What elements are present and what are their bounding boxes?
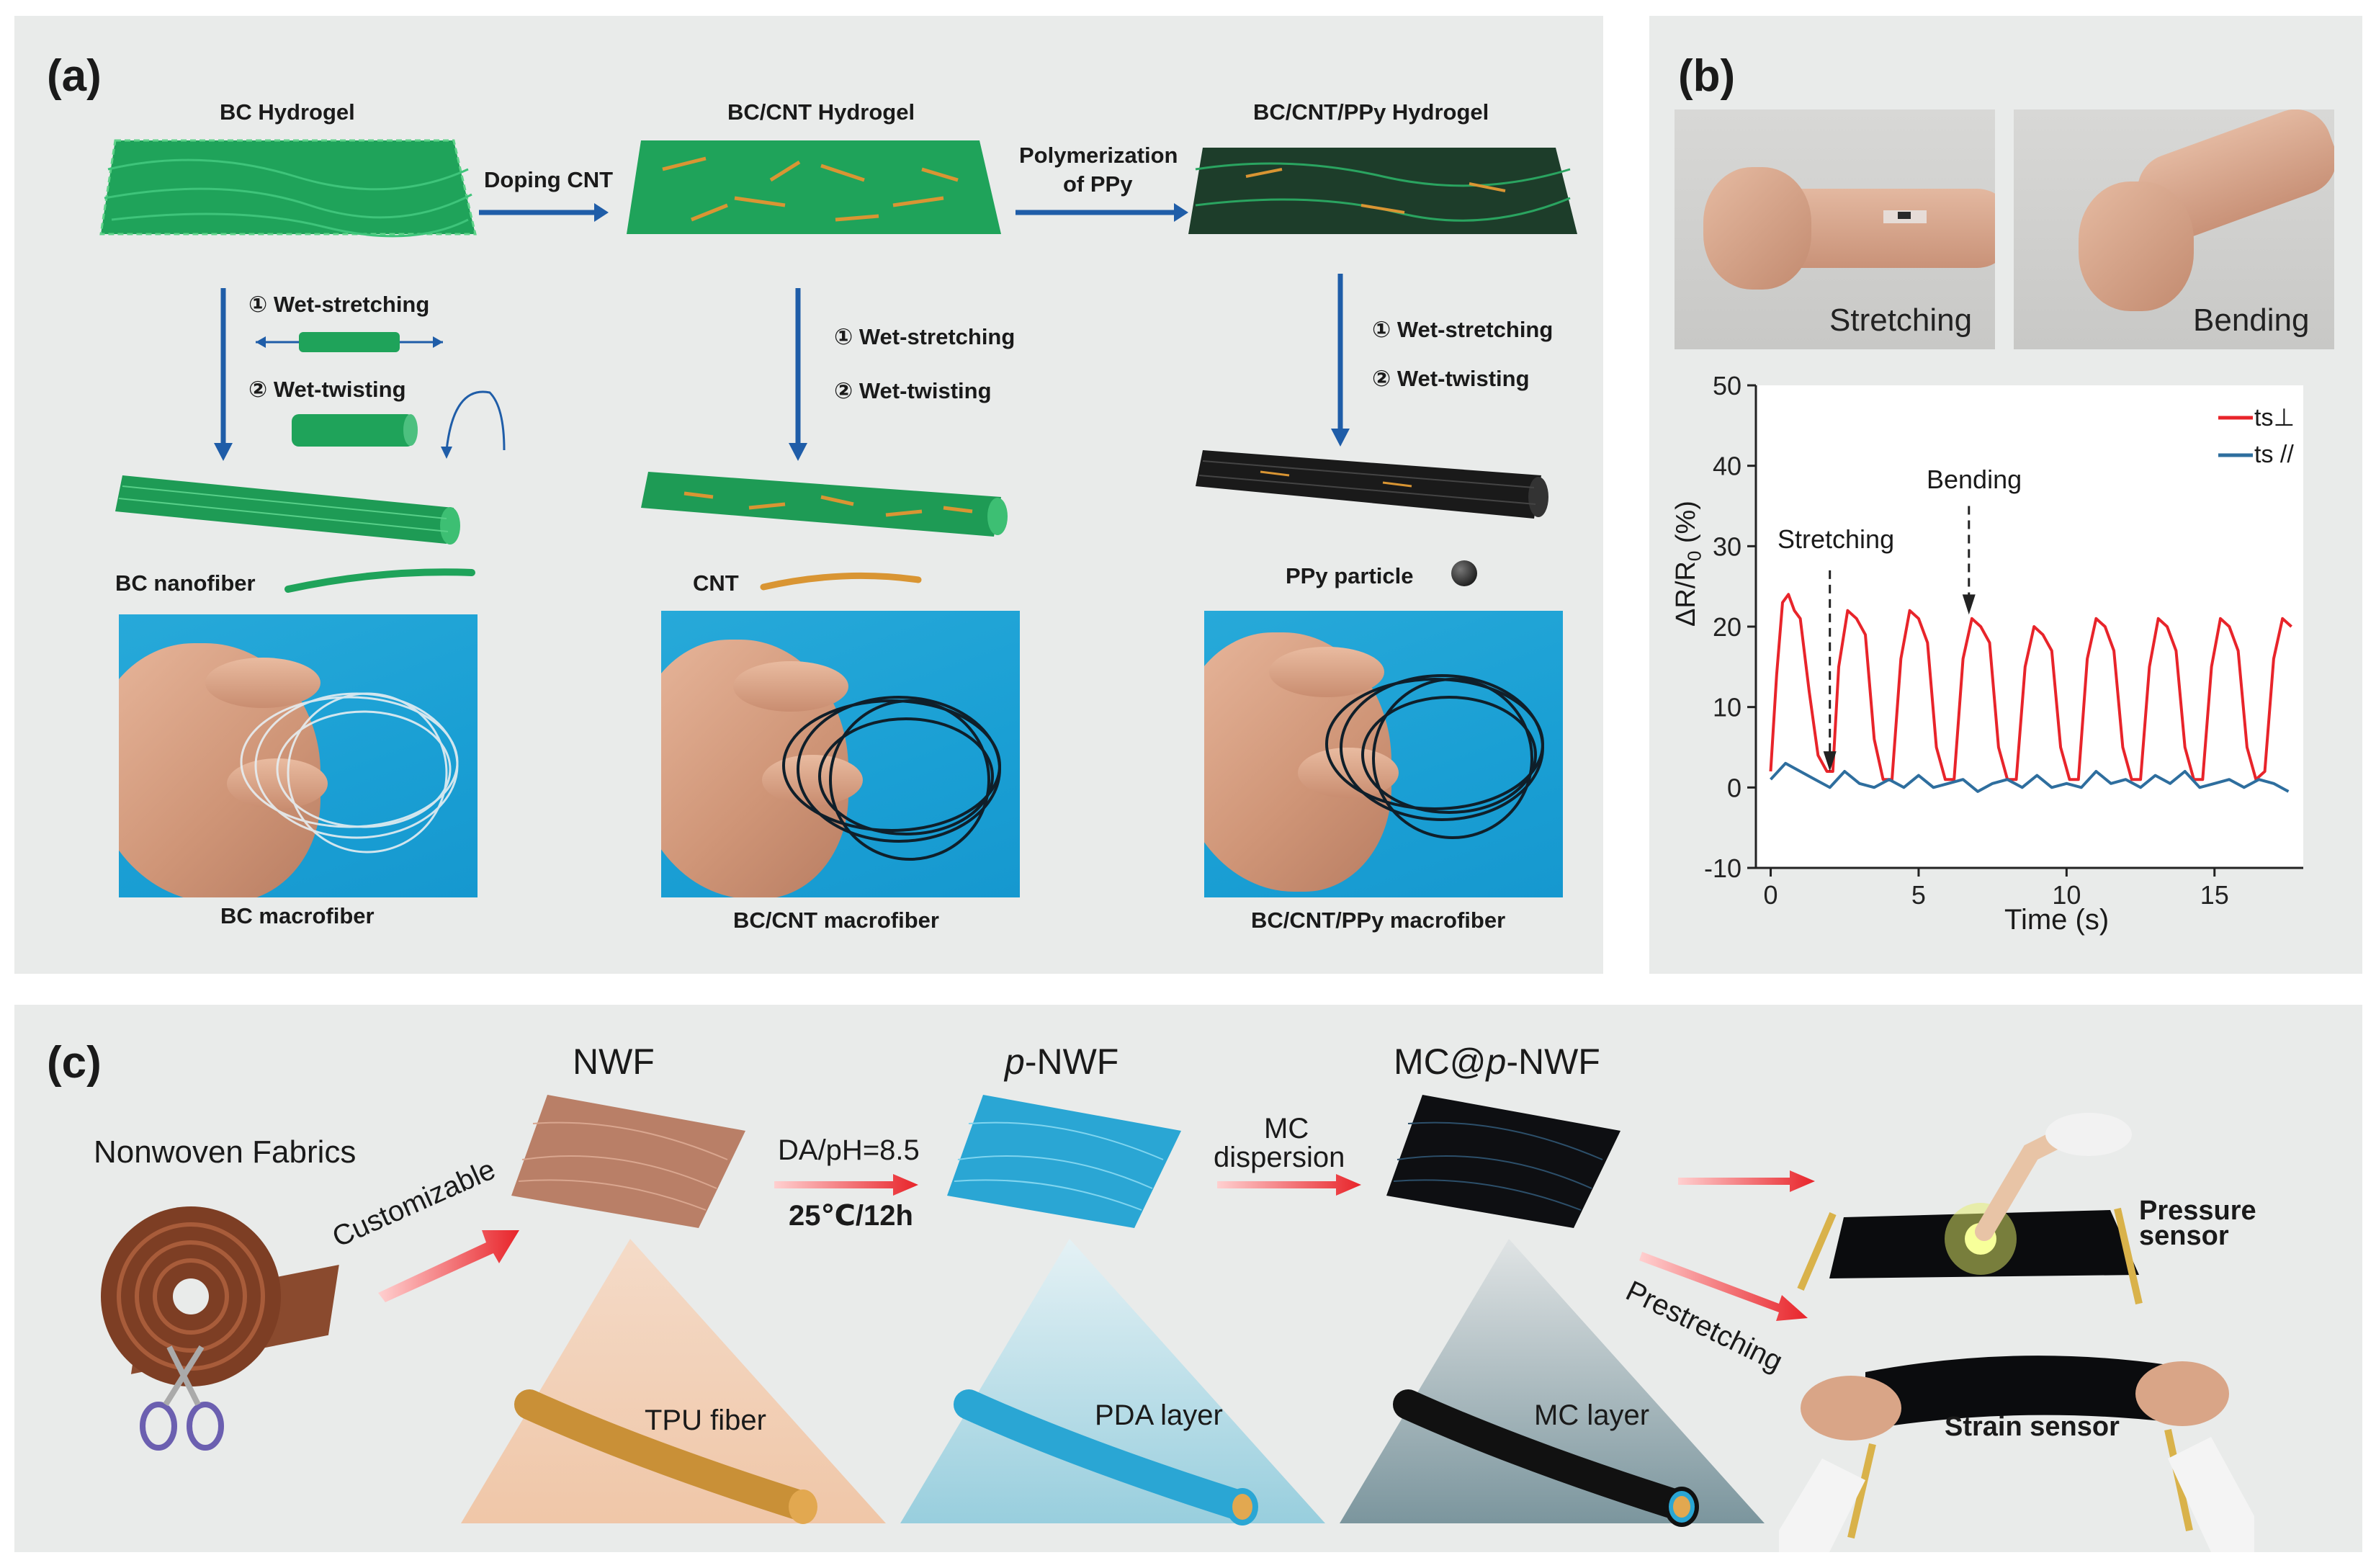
bc-nanofiber-label: BC nanofiber: [115, 570, 256, 596]
x-tick-label: 15: [2200, 880, 2229, 910]
x-tick-label: 5: [1911, 880, 1926, 910]
annotation-bending: Bending: [1927, 465, 2022, 494]
nonwoven-fabrics-label: Nonwoven Fabrics: [94, 1134, 357, 1170]
bc-cnt-fiber-cylinder: [641, 472, 1008, 537]
pda-layer-label: PDA layer: [1095, 1399, 1223, 1431]
pressure-sensor-label-2: sensor: [2139, 1221, 2229, 1251]
ppy-particle-dot: [1451, 560, 1477, 586]
p-nwf-label: p-NWF: [1005, 1041, 1119, 1082]
down-arrow-1: [214, 288, 233, 461]
chart-axes: [1754, 385, 2303, 869]
bc-cnt-hydrogel-slab: [627, 140, 1001, 234]
down-arrow-2: [789, 288, 807, 461]
bc-hydrogel-slab: [99, 139, 477, 238]
nwf-label: NWF: [573, 1041, 655, 1082]
nonwoven-roll: [101, 1206, 339, 1451]
doping-cnt-label: Doping CNT: [484, 167, 614, 192]
mc-layer-label: MC layer: [1534, 1399, 1650, 1431]
tpu-fiber-label: TPU fiber: [645, 1405, 766, 1436]
customizable-arrow: [378, 1230, 519, 1302]
bc-macrofiber-photo: [119, 614, 478, 897]
pda-triangle: [900, 1239, 1325, 1526]
annotation-stretching: Stretching: [1777, 524, 1895, 554]
pressure-sensor-image: [1797, 1113, 2143, 1305]
panel-b-label: (b): [1678, 51, 1736, 101]
mc-dispersion-label-1: MC: [1264, 1113, 1309, 1144]
step2-label-stage2: ② Wet-twisting: [834, 378, 992, 403]
x-tick-label: 10: [2052, 880, 2081, 910]
bc-cnt-ppy-macrofiber-label: BC/CNT/PPy macrofiber: [1251, 908, 1506, 933]
bending-arrowhead: [1962, 594, 1976, 615]
twisting-icon: [292, 390, 506, 459]
x-axis-label: Time (s): [2004, 904, 2110, 936]
strain-sensor-image: [1779, 1356, 2254, 1552]
y-tick-label: 30: [1713, 532, 1741, 561]
mc-p-nwf-sheet: [1386, 1095, 1620, 1228]
tpu-triangle: [461, 1239, 886, 1524]
step1-label-stage3: ① Wet-stretching: [1372, 317, 1554, 342]
ppy-particle-label: PPy particle: [1286, 563, 1414, 588]
nwf-sheet: [511, 1095, 745, 1228]
da-ph-label: DA/pH=8.5: [778, 1134, 920, 1166]
prestretching-arrow: [1639, 1252, 1808, 1321]
chart-ticks: -10 0 10 20 30 40 50 0 5 10 15: [1704, 371, 2229, 910]
y-tick-label: -10: [1704, 854, 1741, 883]
bc-macrofiber-label: BC macrofiber: [220, 903, 375, 928]
stage-title-bc-cnt-ppy-hydrogel: BC/CNT/PPy Hydrogel: [1253, 99, 1489, 125]
plot-area: [1756, 385, 2303, 868]
bc-cnt-ppy-fiber-cylinder: [1196, 450, 1548, 519]
mc-arrow: [1217, 1174, 1361, 1196]
y-tick-label: 0: [1727, 773, 1741, 802]
legend-item-ts-perp: ts⊥: [2254, 404, 2295, 431]
mc-triangle: [1340, 1239, 1765, 1527]
stage-title-bc-cnt-hydrogel: BC/CNT Hydrogel: [727, 99, 915, 125]
y-axis-label: ΔR/R0 (%): [1671, 501, 1705, 627]
polymerization-label-1: Polymerization: [1019, 143, 1178, 168]
y-tick-label: 10: [1713, 693, 1741, 722]
bending-photo: [2014, 109, 2334, 349]
stretching-icon: [256, 332, 443, 352]
resistance-chart: -10 0 10 20 30 40 50 0 5 10 15: [1704, 371, 2303, 910]
bc-nanofiber-sample: [284, 568, 475, 593]
panel-a-label: (a): [47, 51, 102, 101]
strain-sensor-label: Strain sensor: [1945, 1412, 2120, 1442]
polymerization-label-2: of PPy: [1063, 171, 1133, 197]
y-tick-label: 40: [1713, 452, 1741, 481]
bc-cnt-ppy-hydrogel-slab: [1188, 148, 1577, 234]
stretching-arrowhead: [1823, 751, 1837, 771]
y-tick-label: 20: [1713, 612, 1741, 642]
step1-label-stage1: ① Wet-stretching: [248, 292, 430, 317]
x-tick-label: 0: [1764, 880, 1778, 910]
down-arrow-3: [1331, 274, 1350, 447]
stage-title-bc-hydrogel: BC Hydrogel: [220, 99, 355, 125]
arrow-polymerization: [1016, 203, 1188, 222]
arrow-doping-cnt: [479, 203, 609, 222]
da-arrow: [774, 1174, 918, 1196]
p-nwf-sheet: [947, 1095, 1181, 1228]
step2-label-stage1: ② Wet-twisting: [248, 377, 406, 402]
pressure-sensor-label-1: Pressure: [2139, 1196, 2256, 1226]
bending-photo-label: Bending: [2193, 303, 2310, 338]
to-pressure-arrow: [1678, 1170, 1815, 1192]
stretching-photo: [1675, 109, 1995, 349]
temperature-time-label: 25℃/12h: [789, 1200, 913, 1232]
bc-cnt-macrofiber-label: BC/CNT macrofiber: [733, 908, 939, 933]
bc-fiber-cylinder: [115, 475, 460, 545]
cnt-label: CNT: [693, 570, 739, 596]
scissors-icon: [140, 1345, 224, 1451]
bc-cnt-macrofiber-photo: [661, 611, 1020, 897]
bc-cnt-ppy-macrofiber-photo: [1204, 611, 1563, 897]
legend-item-ts-parallel: ts //: [2254, 441, 2294, 468]
step2-label-stage3: ② Wet-twisting: [1372, 366, 1530, 391]
panel-c-label: (c): [47, 1038, 102, 1088]
mc-p-nwf-label: MC@p-NWF: [1394, 1041, 1600, 1082]
series-line-0: [1769, 593, 2292, 781]
mc-dispersion-label-2: dispersion: [1214, 1142, 1345, 1173]
step1-label-stage2: ① Wet-stretching: [834, 324, 1016, 349]
stretching-photo-label: Stretching: [1829, 303, 1973, 338]
y-tick-label: 50: [1713, 371, 1741, 400]
cnt-sample: [760, 572, 922, 591]
chart-series: [1769, 416, 2292, 793]
series-line-1: [1770, 761, 2290, 793]
